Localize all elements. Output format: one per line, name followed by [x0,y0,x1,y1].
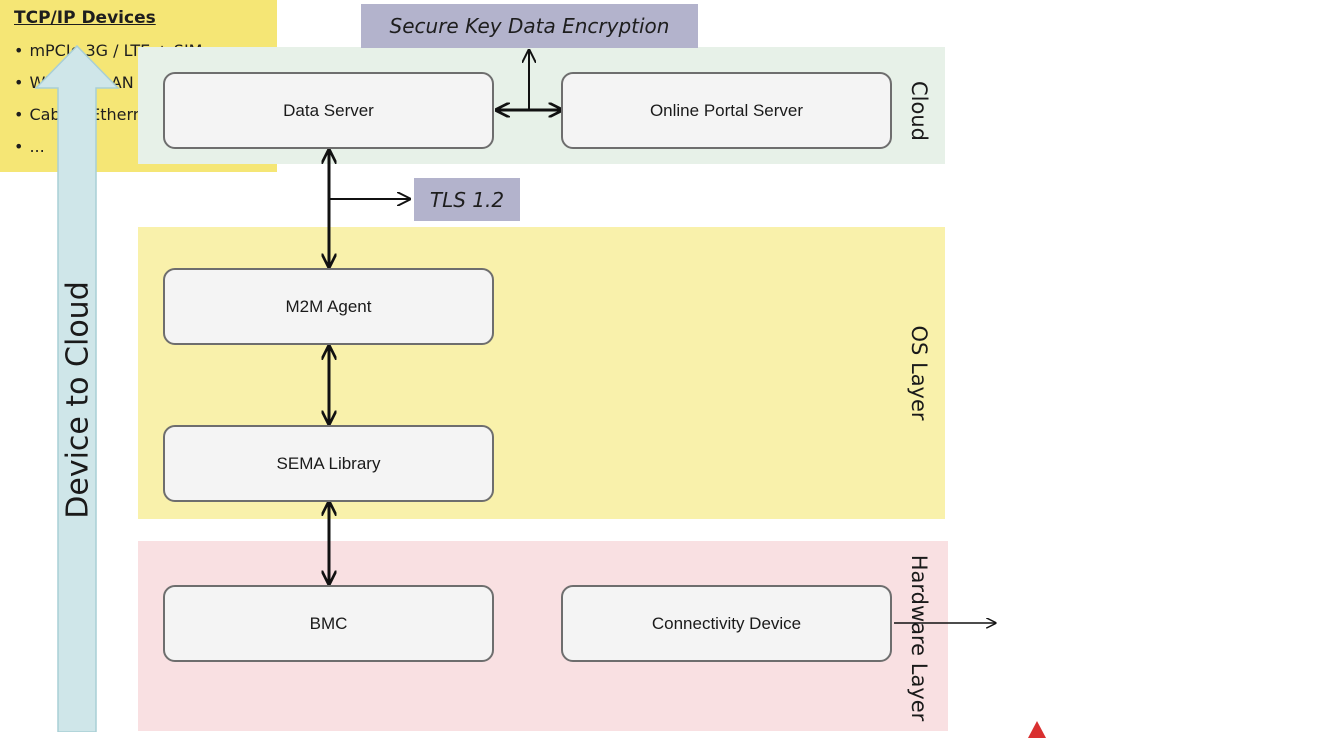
online-portal-server-box: Online Portal Server [561,72,892,149]
secure-key-encryption-tag: Secure Key Data Encryption [361,4,698,48]
red-marker-icon [1028,721,1046,738]
m2m-agent-box: M2M Agent [163,268,494,345]
sema-library-box: SEMA Library [163,425,494,502]
bmc-box: BMC [163,585,494,662]
tcp-ip-devices-title: TCP/IP Devices [14,8,156,28]
connectivity-device-box: Connectivity Device [561,585,892,662]
device-to-cloud-arrow [34,44,120,732]
data-server-box: Data Server [163,72,494,149]
list-item: •... [14,137,45,156]
tls-tag: TLS 1.2 [414,178,520,221]
